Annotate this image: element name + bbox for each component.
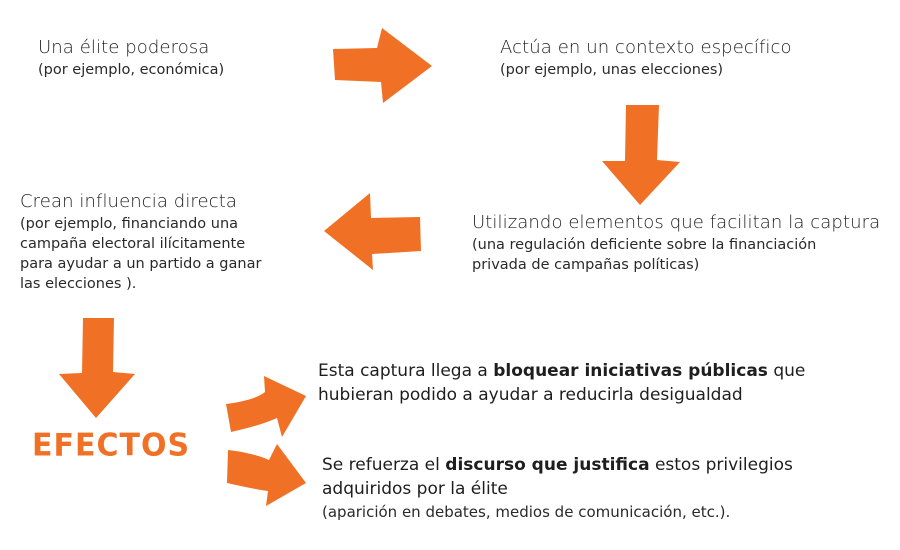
effect-discourse-text-bold: discurso que justifica xyxy=(445,455,650,475)
node-context-title: Actúa en un contexto específico xyxy=(500,37,792,58)
effect-discourse-text-after: estos privilegios xyxy=(649,455,793,475)
node-influence-subtitle-line4: las elecciones ). xyxy=(20,276,137,292)
up-right-arrow-icon xyxy=(226,376,306,437)
down-arrow-icon xyxy=(602,105,680,205)
node-influence-subtitle-line2: campaña electoral ilícitamente xyxy=(20,236,246,252)
node-context: Actúa en un contexto específico (por eje… xyxy=(500,36,792,80)
effect-discourse-line2: adquiridos por la élite xyxy=(322,479,508,499)
node-elite-subtitle: (por ejemplo, económica) xyxy=(38,62,225,78)
effect-discourse-line1: Se refuerza el discurso que justifica es… xyxy=(322,453,793,477)
node-influence: Crean influencia directa (por ejemplo, f… xyxy=(20,190,261,294)
effects-label: EFECTOS xyxy=(32,427,191,464)
node-context-subtitle: (por ejemplo, unas elecciones) xyxy=(500,62,724,78)
node-elements-subtitle-line1: (una regulación deficiente sobre la fina… xyxy=(472,237,817,253)
node-elite-title: Una élite poderosa xyxy=(38,37,210,58)
down-right-arrow-icon xyxy=(227,444,306,506)
node-influence-subtitle-line3: para ayudar a un partido a ganar xyxy=(20,256,262,272)
right-arrow-icon xyxy=(333,28,432,103)
effect-discourse-line3: (aparición en debates, medios de comunic… xyxy=(322,503,731,521)
node-elements-subtitle-line2: privada de campañas políticas) xyxy=(472,257,700,273)
effect-block-initiatives: Esta captura llega a bloquear iniciativa… xyxy=(318,359,805,407)
effect-discourse-text-before: Se refuerza el xyxy=(322,455,446,475)
effect-reinforce-discourse: Se refuerza el discurso que justifica es… xyxy=(322,453,793,523)
down-arrow-icon xyxy=(59,318,135,418)
node-elements-title: Utilizando elementos que facilitan la ca… xyxy=(472,212,881,233)
node-elements: Utilizando elementos que facilitan la ca… xyxy=(472,211,880,275)
effect-block-line1: Esta captura llega a bloquear iniciativa… xyxy=(318,359,805,383)
node-influence-subtitle-line1: (por ejemplo, financiando una xyxy=(20,216,239,232)
node-elite: Una élite poderosa (por ejemplo, económi… xyxy=(38,36,224,80)
effect-block-line2: hubieran podido a ayudar a reducirla des… xyxy=(318,385,743,405)
left-arrow-icon xyxy=(324,193,421,270)
effect-block-text-before: Esta captura llega a xyxy=(318,361,494,381)
node-influence-title: Crean influencia directa xyxy=(20,191,237,212)
effect-block-text-bold: bloquear iniciativas públicas xyxy=(493,361,768,381)
effect-block-text-after: que xyxy=(767,361,806,381)
